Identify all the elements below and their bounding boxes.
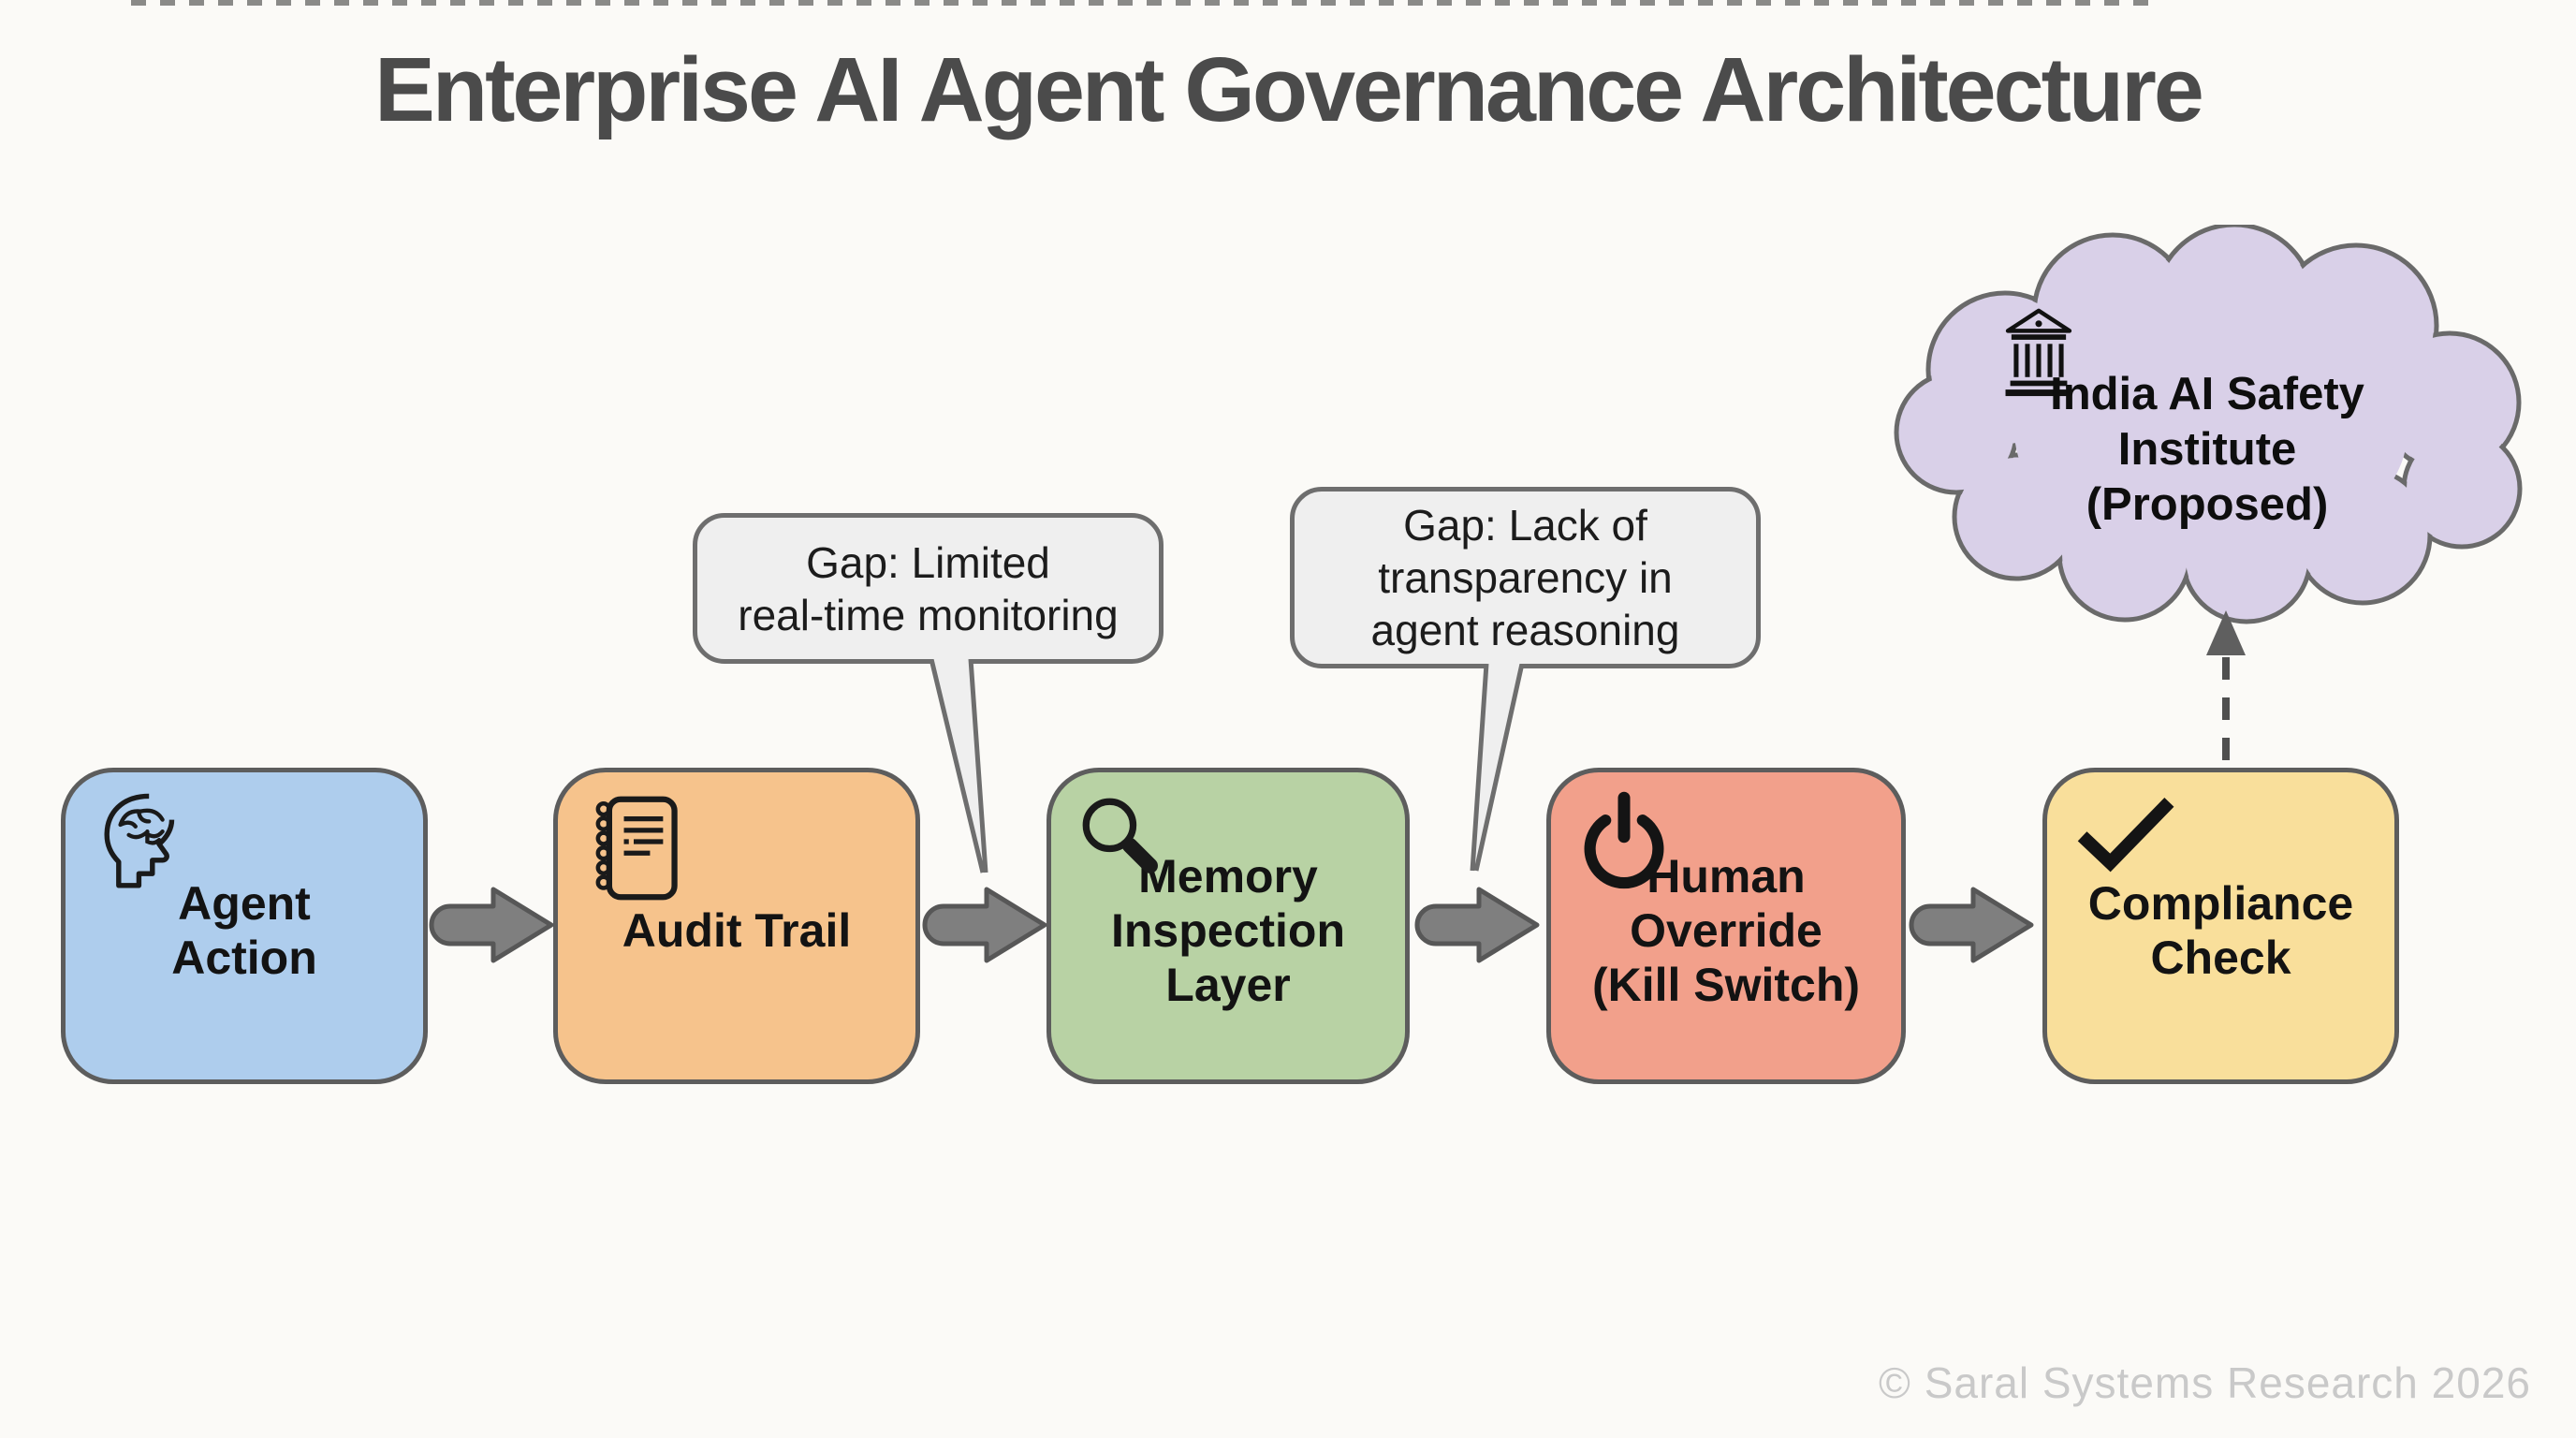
node-label-line: Layer <box>1165 959 1291 1011</box>
check-icon <box>2077 797 2174 873</box>
cloud-label-line: (Proposed) <box>2086 479 2329 530</box>
flow-arrow <box>922 887 1047 963</box>
magnifier-icon <box>1082 798 1158 873</box>
cloud-label-line: India AI Safety <box>2050 369 2364 419</box>
node-label-line: Agent <box>178 877 311 930</box>
node-label-line: (Kill Switch) <box>1591 959 1861 1011</box>
node-label-line: Human <box>1647 850 1806 902</box>
cloud-label-line: Institute <box>2117 424 2297 475</box>
diagram-title: Enterprise AI Agent Governance Architect… <box>374 38 2204 140</box>
callout-line: agent reasoning <box>1370 606 1680 654</box>
node-label-line: Action <box>171 932 317 984</box>
copyright-text: © Saral Systems Research 2026 <box>1879 1358 2531 1407</box>
cloud-shape <box>1894 225 2523 624</box>
callout-transparency-gap: Gap: Lack of transparency in agent reaso… <box>1290 487 1761 668</box>
node-label-line: Compliance <box>2087 877 2354 930</box>
notebook-icon <box>595 796 678 901</box>
cloud-label: India AI Safety Institute (Proposed) <box>1964 367 2451 533</box>
dashed-arrow <box>2206 610 2246 771</box>
node-audit-trail: Audit Trail <box>553 768 920 1084</box>
bank-icon <box>2005 308 2072 397</box>
callout-line: real-time monitoring <box>738 590 1119 639</box>
head-brain-icon <box>104 793 175 888</box>
node-agent-action: Agent Action <box>61 768 428 1084</box>
node-memory-inspection-layer: Memory Inspection Layer <box>1046 768 1410 1084</box>
callout-monitoring-gap: Gap: Limited real-time monitoring <box>693 513 1164 664</box>
node-label-line: Inspection <box>1110 904 1346 957</box>
flow-arrow <box>1909 887 2034 963</box>
callout-line: Gap: Limited <box>806 537 1050 587</box>
node-compliance-check: Compliance Check <box>2042 768 2399 1084</box>
flow-arrow <box>429 887 554 963</box>
top-edge-artifact <box>131 0 2162 6</box>
callout-tail <box>1470 664 1525 872</box>
node-label-line: Memory <box>1138 850 1318 902</box>
node-human-override: Human Override (Kill Switch) <box>1546 768 1906 1084</box>
callout-tail <box>929 659 988 873</box>
node-label-line: Check <box>2150 932 2291 984</box>
node-label-line: Override <box>1630 904 1822 957</box>
flow-arrow <box>1414 887 1540 963</box>
node-label-line: Audit Trail <box>622 904 852 957</box>
power-icon <box>1584 791 1664 889</box>
callout-line: Gap: Lack of <box>1403 501 1647 550</box>
callout-line: transparency in <box>1378 553 1673 602</box>
